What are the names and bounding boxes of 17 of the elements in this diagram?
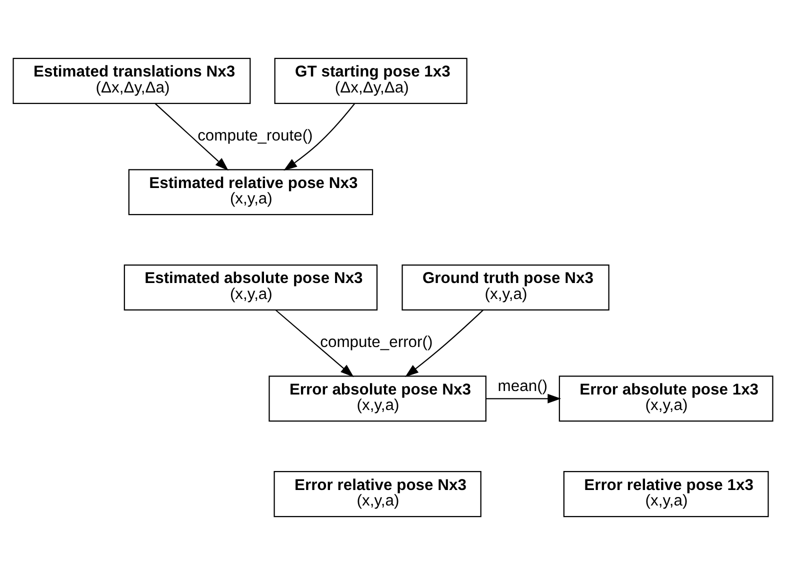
node-box: GT starting pose 1x3 (Δx,Δy,Δa) [274, 57, 468, 104]
arrow [486, 393, 562, 403]
edge-label: mean() [498, 378, 548, 395]
node-box: Estimated relative pose Nx3 (x,y,a) [128, 168, 374, 215]
node-box: Error relative pose 1x3 (x,y,a) [563, 470, 769, 517]
node-box: Error absolute pose Nx3 (x,y,a) [268, 375, 486, 422]
edge-label: compute_error() [320, 334, 433, 351]
node-box: Ground truth pose Nx3 (x,y,a) [402, 264, 610, 310]
arrow [154, 102, 228, 170]
node-box: Estimated translations Nx3 (Δx,Δy,Δa) [12, 57, 251, 104]
node-box: Error absolute pose 1x3 (x,y,a) [558, 375, 774, 422]
arrow [275, 309, 354, 377]
node-box: Estimated absolute pose Nx3 (x,y,a) [124, 264, 378, 310]
edge-label: compute_route() [198, 127, 313, 144]
node-box: Error relative pose Nx3 (x,y,a) [274, 470, 482, 517]
arrow [284, 102, 356, 170]
arrow [405, 309, 484, 377]
